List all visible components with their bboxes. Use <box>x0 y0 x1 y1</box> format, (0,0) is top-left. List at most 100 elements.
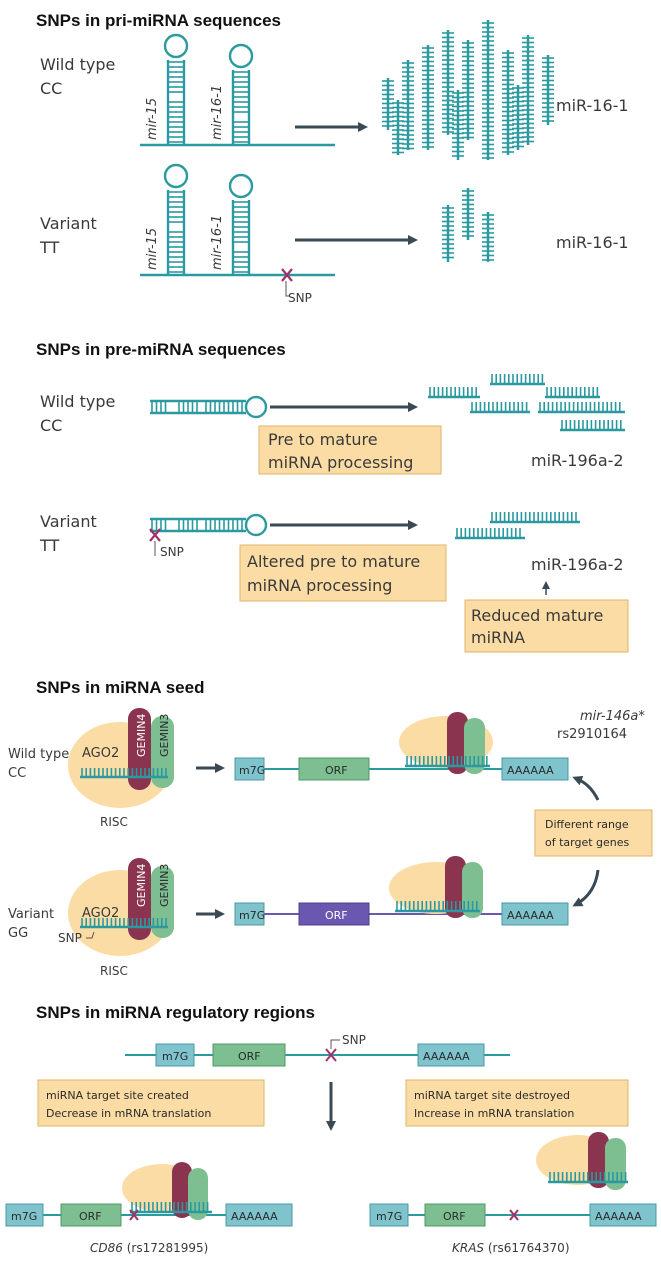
risc-complex-variant: GEMIN4 GEMIN3 AGO2 SNP RISC <box>58 858 174 978</box>
curved-arrow <box>572 869 600 907</box>
mrna-top: m7G ORF AAAAAA SNP <box>125 1033 510 1067</box>
svg-text:GEMIN3: GEMIN3 <box>158 864 171 907</box>
svg-text:ORF: ORF <box>325 909 348 922</box>
genotype-label: TT <box>39 536 59 555</box>
mature-mirna-cluster-reduced <box>442 188 494 262</box>
svg-text:miRNA: miRNA <box>471 628 525 647</box>
svg-text:of target genes: of target genes <box>545 836 630 849</box>
genotype-label: CC <box>40 416 62 435</box>
snp-marker: SNP <box>281 268 312 305</box>
variant-label: Variant <box>40 512 97 531</box>
wild-type-label: Wild type <box>8 747 69 762</box>
pre-mirna-hairpin <box>150 395 268 419</box>
mir-146a-label: mir-146a* <box>580 709 645 724</box>
snp-label: SNP <box>342 1033 366 1047</box>
variant-label: Variant <box>8 907 54 922</box>
svg-text:ORF: ORF <box>325 764 348 777</box>
mrna-variant: m7G ORF AAAAAA <box>234 856 569 926</box>
pre-mirna-hairpin <box>150 513 268 537</box>
svg-text:miRNA target site created: miRNA target site created <box>46 1089 189 1102</box>
svg-text:GEMIN3: GEMIN3 <box>158 714 171 757</box>
different-range-box: Different range of target genes <box>534 809 653 857</box>
section-heading: SNPs in miRNA regulatory regions <box>36 1003 315 1022</box>
product-label: miR-196a-2 <box>531 555 624 574</box>
section-mirna-seed: SNPs in miRNA seed mir-146a* rs2910164 W… <box>8 678 653 978</box>
variant-label: Variant <box>40 214 97 233</box>
var-pri-mirna-structure: mir-15 mir-16-1 <box>140 163 335 277</box>
section-pri-mirna: SNPs in pri-miRNA sequences Wild type CC… <box>36 11 629 305</box>
rs-kras: (rs61764370) <box>488 1241 570 1255</box>
svg-text:m7G: m7G <box>11 1210 37 1223</box>
section-heading: SNPs in miRNA seed <box>36 678 204 697</box>
section-heading: SNPs in pri-miRNA sequences <box>36 11 281 30</box>
mir-16-1-label: mir-16-1 <box>210 85 225 140</box>
genotype-label: CC <box>8 766 26 781</box>
svg-text:AAAAAA: AAAAAA <box>231 1210 278 1223</box>
svg-text:AAAAAA: AAAAAA <box>507 764 554 777</box>
svg-text:AAAAAA: AAAAAA <box>423 1050 470 1063</box>
svg-text:GEMIN4: GEMIN4 <box>135 714 148 757</box>
svg-text:ORF: ORF <box>443 1210 466 1223</box>
svg-text:CD86 (rs17281995): CD86 (rs17281995) <box>90 1241 208 1255</box>
svg-text:m7G: m7G <box>162 1050 188 1063</box>
svg-text:miRNA processing: miRNA processing <box>268 453 413 472</box>
risc-complex: GEMIN4 GEMIN3 AGO2 RISC <box>68 708 174 829</box>
svg-text:ORF: ORF <box>238 1050 261 1063</box>
genotype-label: TT <box>39 238 59 257</box>
mature-mirna-cluster <box>428 374 625 432</box>
section-heading: SNPs in pre-miRNA sequences <box>36 340 286 359</box>
gene-cd86: CD86 <box>90 1241 123 1255</box>
risc-label: RISC <box>100 964 128 978</box>
mir-15-label: mir-15 <box>145 98 160 140</box>
svg-text:AGO2: AGO2 <box>82 746 119 761</box>
section-pre-mirna: SNPs in pre-miRNA sequences Wild type CC… <box>36 340 629 653</box>
snp-label: SNP <box>58 931 82 945</box>
orf-box <box>298 757 370 781</box>
svg-text:GEMIN4: GEMIN4 <box>135 864 148 907</box>
polya-tail <box>501 757 569 781</box>
target-created-box: miRNA target site created Decrease in mR… <box>37 1079 265 1127</box>
snp-marker: SNP <box>149 528 184 559</box>
mature-mirna-cluster-reduced <box>455 512 580 540</box>
wild-type-label: Wild type <box>40 55 115 74</box>
m7g-cap <box>234 757 265 781</box>
section-mirna-regulatory: SNPs in miRNA regulatory regions m7G ORF… <box>5 1003 657 1255</box>
mir-16-1-label: mir-16-1 <box>210 215 225 270</box>
rs-label: rs2910164 <box>557 727 627 742</box>
rs-cd86: (rs17281995) <box>127 1241 209 1255</box>
svg-text:AAAAAA: AAAAAA <box>595 1210 642 1223</box>
risc-label: RISC <box>100 815 128 829</box>
svg-text:Pre to mature: Pre to mature <box>268 430 378 449</box>
svg-text:Different range: Different range <box>545 818 629 831</box>
product-label: miR-196a-2 <box>531 451 624 470</box>
svg-text:Decrease in mRNA translation: Decrease in mRNA translation <box>46 1107 211 1120</box>
svg-text:m7G: m7G <box>239 764 265 777</box>
svg-text:Increase in mRNA translation: Increase in mRNA translation <box>414 1107 574 1120</box>
product-label: miR-16-1 <box>556 233 629 252</box>
genotype-label: GG <box>8 926 28 941</box>
mrna-wild-type: m7G ORF AAAAAA <box>234 712 569 781</box>
svg-text:miRNA processing: miRNA processing <box>247 576 392 595</box>
svg-text:m7G: m7G <box>239 909 265 922</box>
reduced-mature-box: Reduced mature miRNA <box>464 599 629 653</box>
snp-label: SNP <box>160 545 184 559</box>
pre-to-mature-box: Pre to mature miRNA processing <box>258 425 442 475</box>
wt-pri-mirna-structure: mir-15 mir-16-1 <box>140 33 335 147</box>
product-label: miR-16-1 <box>556 96 629 115</box>
svg-text:Reduced mature: Reduced mature <box>471 606 603 625</box>
svg-text:KRAS (rs61764370): KRAS (rs61764370) <box>452 1241 570 1255</box>
mir-15-label: mir-15 <box>145 228 160 270</box>
svg-text:AGO2: AGO2 <box>82 906 119 921</box>
curved-arrow <box>572 775 600 801</box>
mrna-kras: m7G ORF AAAAAA KRAS (rs61764370) <box>369 1132 657 1255</box>
mrna-cd86: m7G ORF AAAAAA CD86 (rs17281995) <box>5 1162 293 1255</box>
svg-text:ORF: ORF <box>79 1210 102 1223</box>
svg-text:m7G: m7G <box>376 1210 402 1223</box>
wild-type-label: Wild type <box>40 392 115 411</box>
gemin3-protein <box>151 716 174 788</box>
genotype-label: CC <box>40 79 62 98</box>
altered-processing-box: Altered pre to mature miRNA processing <box>239 544 447 602</box>
snp-label: SNP <box>288 291 312 305</box>
mature-mirna-cluster <box>382 20 554 160</box>
